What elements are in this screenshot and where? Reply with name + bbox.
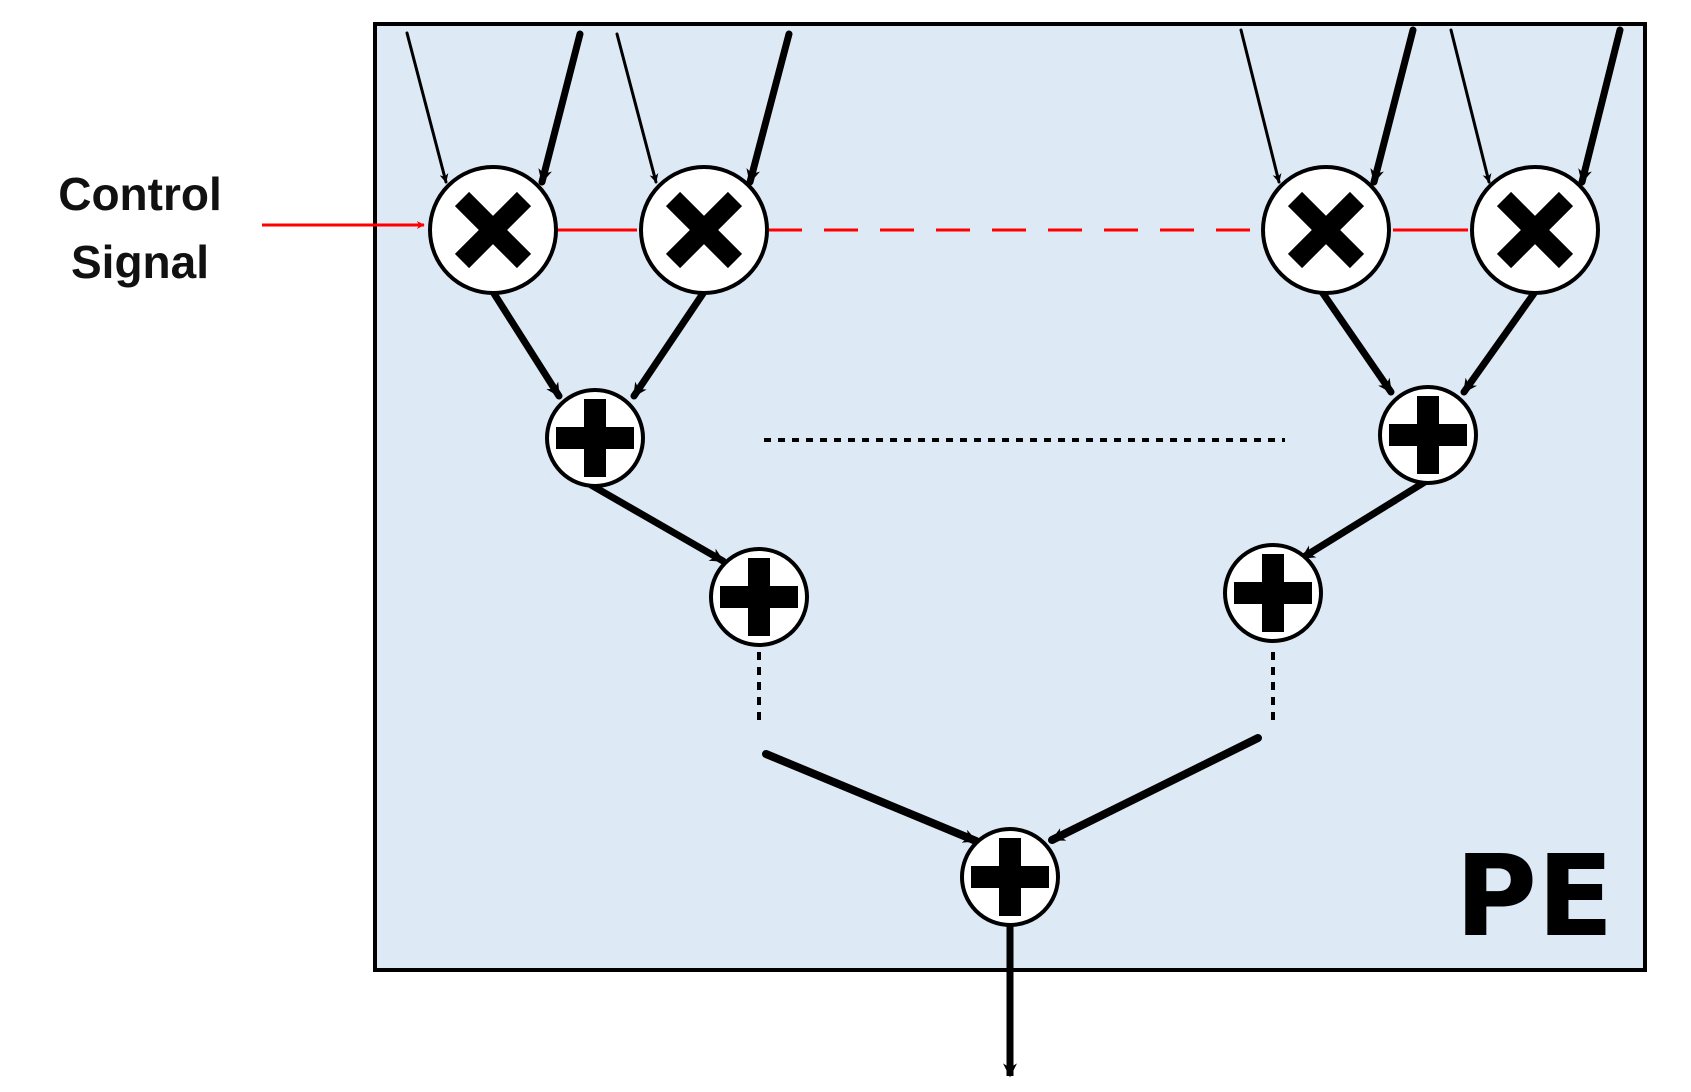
adder-node [545,388,645,488]
multiplier-node [639,165,769,295]
plus-icon [1234,554,1312,632]
input-arrows [405,26,1624,186]
multiplier-node [428,165,558,295]
mult-to-adder-arrows [489,288,1539,400]
multiply-icon [454,191,532,269]
multiplier-node [1261,165,1391,295]
adder-node [709,547,809,647]
plus-icon [556,399,634,477]
control-signal-label: Control Signal [20,160,260,296]
plus-icon [971,838,1049,916]
continuation-dots [757,438,1285,722]
multiply-icon [665,191,743,269]
final-adder-arrows [762,734,1262,845]
pe-label: PE [1455,832,1614,962]
multiply-icon [1496,191,1574,269]
adder-to-adder-arrows [587,476,1432,565]
adder-node [1378,385,1478,485]
pe-box [373,22,1647,972]
control-signal-label-line2: Signal [70,236,210,288]
plus-icon [1389,396,1467,474]
adder-node [1223,543,1323,643]
control-signal-label-line1: Control [58,168,222,220]
plus-icon [720,558,798,636]
multiply-icon [1287,191,1365,269]
multiplier-node [1470,165,1600,295]
final-adder-node [960,827,1060,927]
